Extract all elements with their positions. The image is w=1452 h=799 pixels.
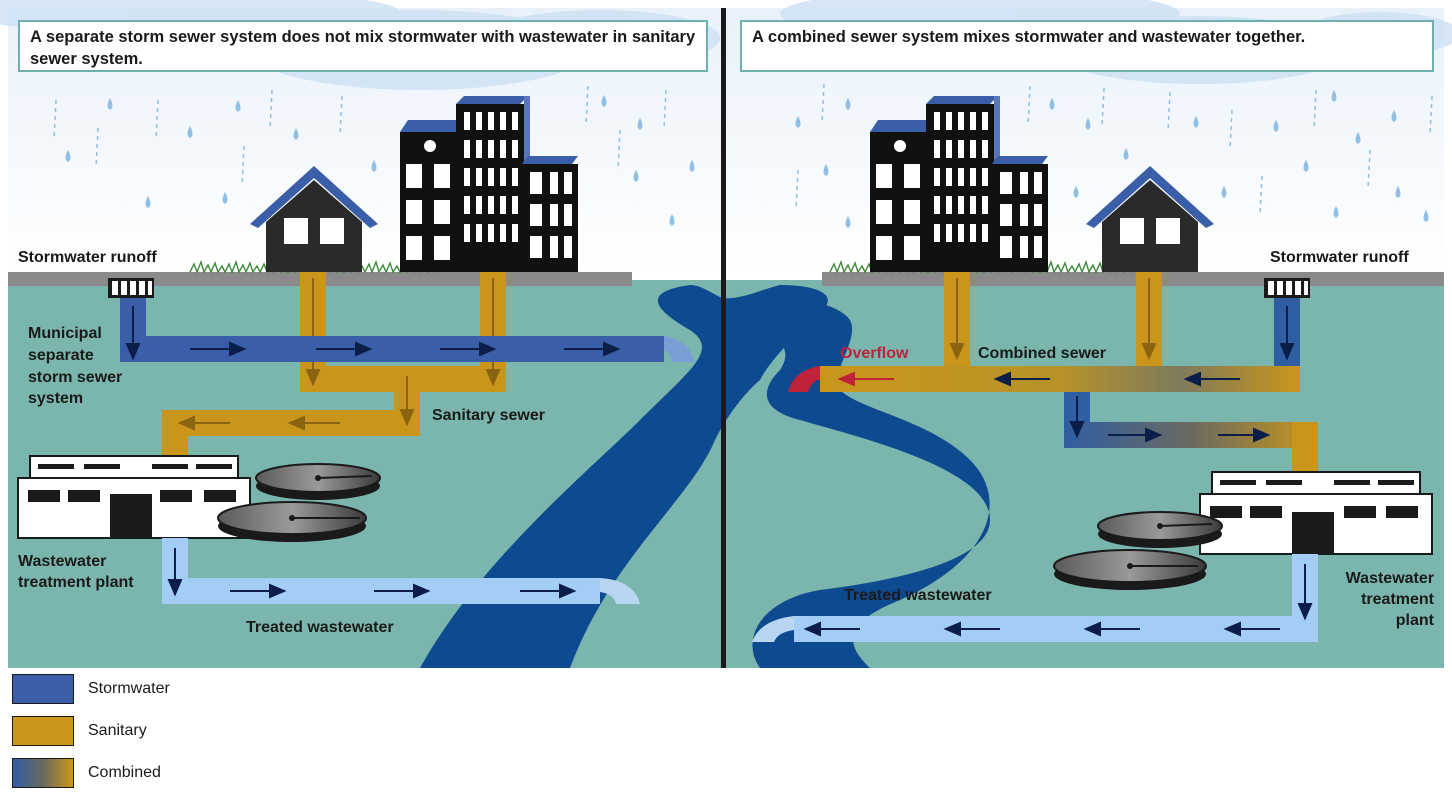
storm-drain-left (108, 278, 154, 298)
pavement-right (822, 272, 1444, 286)
clarifier-tanks-left (217, 463, 381, 542)
house-left (250, 166, 378, 272)
label-overflow: Overflow (840, 345, 909, 362)
treated-arrows-right (803, 564, 1313, 637)
right-panel-title: A combined sewer system mixes stormwater… (740, 20, 1434, 72)
legend-item-combined: Combined (12, 758, 161, 788)
label-stormwater-runoff-right: Stormwater runoff (1270, 249, 1409, 266)
legend-label-combined: Combined (88, 764, 161, 781)
legend-item-stormwater: Stormwater (12, 674, 170, 704)
panel-divider (721, 8, 726, 668)
treated-outfall-left (600, 578, 640, 604)
label-wwtp-left-line1: Wastewater (18, 553, 106, 570)
rain-streaks (53, 83, 1433, 217)
buildings-right (870, 96, 1048, 272)
label-ms4-line2: separate (28, 347, 94, 364)
label-wwtp-right-line1: Wastewater (1346, 570, 1434, 587)
house-right (1086, 166, 1214, 272)
clarifier-tanks-right (1053, 511, 1223, 590)
treated-arrows-left (167, 548, 577, 599)
label-wwtp-right-line2: treatment (1361, 591, 1435, 608)
legend-swatch-stormwater (12, 674, 74, 704)
label-ms4-line3: storm sewer (28, 369, 122, 386)
legend-label-sanitary: Sanitary (88, 722, 147, 739)
legend: Stormwater Sanitary Combined (0, 670, 1452, 799)
legend-swatch-combined (12, 758, 74, 788)
label-ms4-line1: Municipal (28, 325, 102, 342)
legend-swatch-sanitary (12, 716, 74, 746)
left-panel-title: A separate storm sewer system does not m… (18, 20, 708, 72)
storm-arrows-left (125, 306, 621, 361)
treated-outfall-right (752, 616, 794, 642)
label-treated-wastewater-left: Treated wastewater (246, 619, 394, 636)
legend-item-sanitary: Sanitary (12, 716, 147, 746)
combined-arrows (837, 278, 1295, 443)
overflow-outfall (788, 366, 820, 392)
buildings-left (400, 96, 578, 272)
label-stormwater-runoff-left: Stormwater runoff (18, 249, 157, 266)
sewer-systems-diagram: Stormwater runoff Municipal separate sto… (0, 0, 1452, 668)
legend-label-stormwater: Stormwater (88, 680, 170, 697)
combined-sewer-plant-drop (1292, 422, 1318, 472)
treatment-plant-left (17, 455, 251, 539)
storm-drain-right (1264, 278, 1310, 298)
label-treated-wastewater-right: Treated wastewater (844, 587, 992, 604)
label-combined-sewer: Combined sewer (978, 345, 1106, 362)
combined-sewer-to-plant (1064, 422, 1318, 448)
label-sanitary-sewer: Sanitary sewer (432, 407, 545, 424)
label-ms4-line4: system (28, 390, 83, 407)
label-wwtp-right-line3: plant (1396, 612, 1435, 629)
treatment-plant-right (1199, 471, 1433, 555)
storm-outfall-left (664, 336, 694, 362)
label-wwtp-left-line2: treatment plant (18, 574, 134, 591)
rain-drops (65, 90, 1429, 228)
